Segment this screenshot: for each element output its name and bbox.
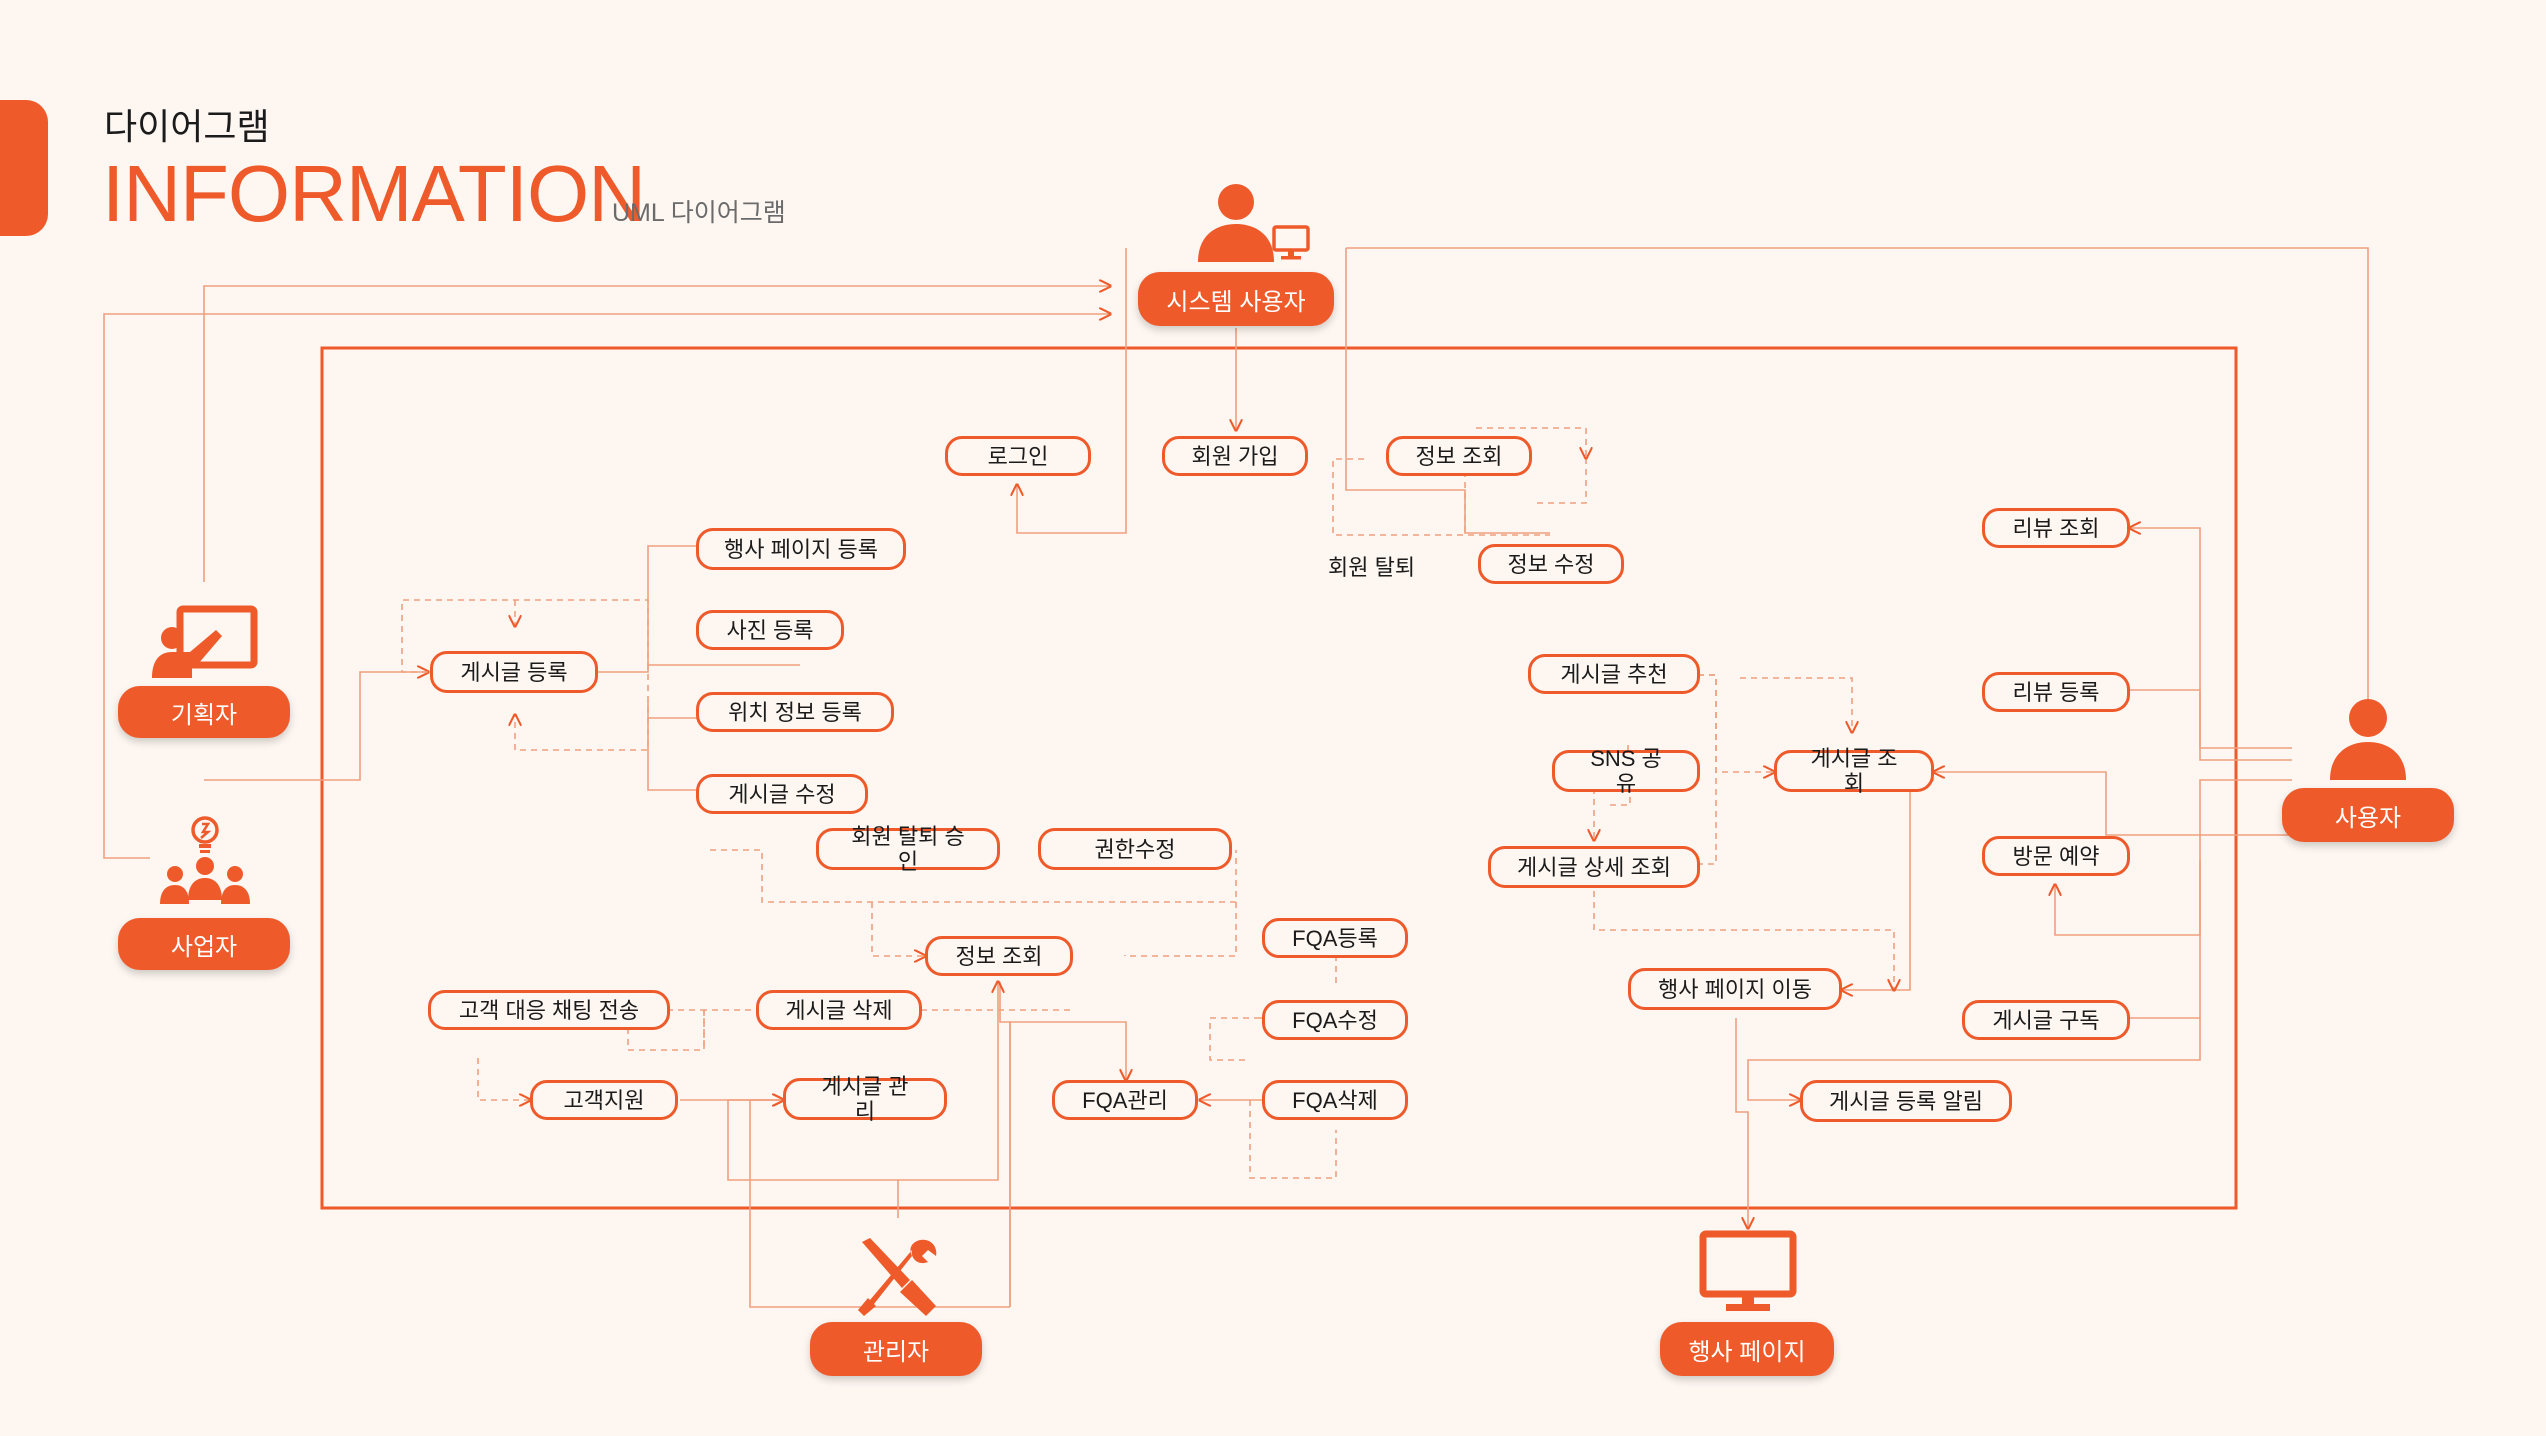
use-case-event-page-register[interactable]: 행사 페이지 등록 [696,528,906,570]
wrench-screwdriver-icon [858,1238,937,1316]
system-boundary [320,346,2238,1210]
use-case-post-edit[interactable]: 게시글 수정 [696,774,868,814]
user-computer-icon [1198,184,1310,262]
use-case-post-manage[interactable]: 게시글 관리 [783,1074,947,1124]
system-user-actor [1196,182,1316,262]
presentation-board-icon [152,605,258,678]
use-case-fqa-edit[interactable]: FQA수정 [1262,1000,1408,1040]
use-case-post-delete[interactable]: 게시글 삭제 [756,990,922,1030]
use-case-admin-info-view[interactable]: 정보 조회 [925,936,1073,976]
use-case-event-move[interactable]: 행사 페이지 이동 [1628,968,1842,1010]
business-label[interactable]: 사업자 [118,918,290,970]
use-case-fqa-register[interactable]: FQA등록 [1262,918,1408,958]
user-label[interactable]: 사용자 [2282,788,2454,842]
person-icon [2330,699,2406,780]
use-case-withdraw[interactable]: 회원 탈퇴 [1328,555,1416,580]
admin-label[interactable]: 관리자 [810,1322,982,1376]
system-user-label[interactable]: 시스템 사용자 [1138,272,1334,326]
use-case-chat-send[interactable]: 고객 대응 채팅 전송 [428,990,670,1030]
use-case-login[interactable]: 로그인 [945,436,1091,476]
use-case-post-view[interactable]: 게시글 조회 [1774,746,1934,796]
super-title: 다이어그램 [104,106,270,147]
use-case-review-register[interactable]: 리뷰 등록 [1982,672,2130,712]
event-page-label[interactable]: 행사 페이지 [1660,1322,1834,1376]
business-actor [158,814,252,904]
use-case-location-register[interactable]: 위치 정보 등록 [696,692,894,732]
use-case-withdraw-approve[interactable]: 회원 탈퇴 승인 [816,824,1000,874]
use-case-sns-share[interactable]: SNS 공유 [1552,746,1700,796]
user-actor [2326,698,2410,780]
event-page-actor [1698,1230,1798,1314]
page-title: INFORMATION [102,149,646,238]
planner-actor [150,604,260,682]
use-case-photo-register[interactable]: 사진 등록 [696,610,844,650]
use-case-info-view[interactable]: 정보 조회 [1386,436,1532,476]
use-case-info-edit[interactable]: 정보 수정 [1478,544,1624,584]
admin-actor [856,1236,940,1318]
use-case-permission-edit[interactable]: 권한수정 [1038,828,1232,870]
monitor-icon [1699,1230,1797,1311]
accent-tab [0,100,48,236]
use-case-review-view[interactable]: 리뷰 조회 [1982,508,2130,548]
page-subtitle: UML 다이어그램 [612,199,786,227]
use-case-visit-reserve[interactable]: 방문 예약 [1982,836,2130,876]
planner-label[interactable]: 기획자 [118,686,290,738]
use-case-customer-support[interactable]: 고객지원 [530,1080,678,1120]
use-case-fqa-manage[interactable]: FQA관리 [1052,1080,1198,1120]
use-case-post-recommend[interactable]: 게시글 추천 [1528,654,1700,694]
use-case-post-register[interactable]: 게시글 등록 [430,651,598,693]
team-idea-icon [160,816,250,904]
use-case-post-detail[interactable]: 게시글 상세 조회 [1488,846,1700,888]
use-case-signup[interactable]: 회원 가입 [1162,436,1308,476]
use-case-post-notify[interactable]: 게시글 등록 알림 [1800,1080,2012,1122]
use-case-fqa-delete[interactable]: FQA삭제 [1262,1080,1408,1120]
use-case-post-subscribe[interactable]: 게시글 구독 [1962,1000,2130,1040]
